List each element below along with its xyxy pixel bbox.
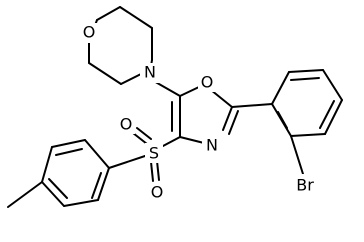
svg-text:O: O: [120, 115, 133, 134]
sulfur-tolyl-bond: [108, 155, 146, 169]
atom-bromine: Br: [291, 174, 319, 196]
svg-text:N: N: [144, 63, 156, 82]
atom-oxazole-oxygen: O: [198, 72, 216, 92]
atom-morpholine-oxygen: O: [80, 23, 98, 43]
oxazole-aryl-bond: [231, 103, 273, 108]
svg-text:N: N: [206, 136, 218, 155]
svg-text:Br: Br: [296, 176, 314, 195]
sulfonyl-oxygen-bonds: [132, 127, 160, 182]
atom-sulfonyl-oxygen-lower: O: [148, 182, 166, 202]
tolyl-methyl-bond: [7, 181, 43, 208]
svg-text:O: O: [201, 73, 214, 92]
svg-text:O: O: [151, 183, 164, 202]
bromophenyl-ring-bonds: [271, 69, 343, 137]
atom-sulfonyl-oxygen-upper: O: [117, 114, 135, 134]
svg-text:S: S: [149, 144, 159, 163]
aryl-bromine-bond: [290, 135, 304, 175]
oxazole-ring-bonds: [171, 86, 239, 144]
atom-sulfonyl-sulfur: S: [145, 143, 163, 163]
morpholine-ring-bonds: [88, 6, 153, 85]
atom-morpholine-nitrogen: N: [140, 63, 160, 83]
tolyl-ring-bonds: [41, 139, 110, 207]
atom-oxazole-nitrogen: N: [202, 135, 222, 155]
svg-text:O: O: [83, 23, 96, 42]
oxazole-sulfur-bond: [162, 136, 181, 147]
